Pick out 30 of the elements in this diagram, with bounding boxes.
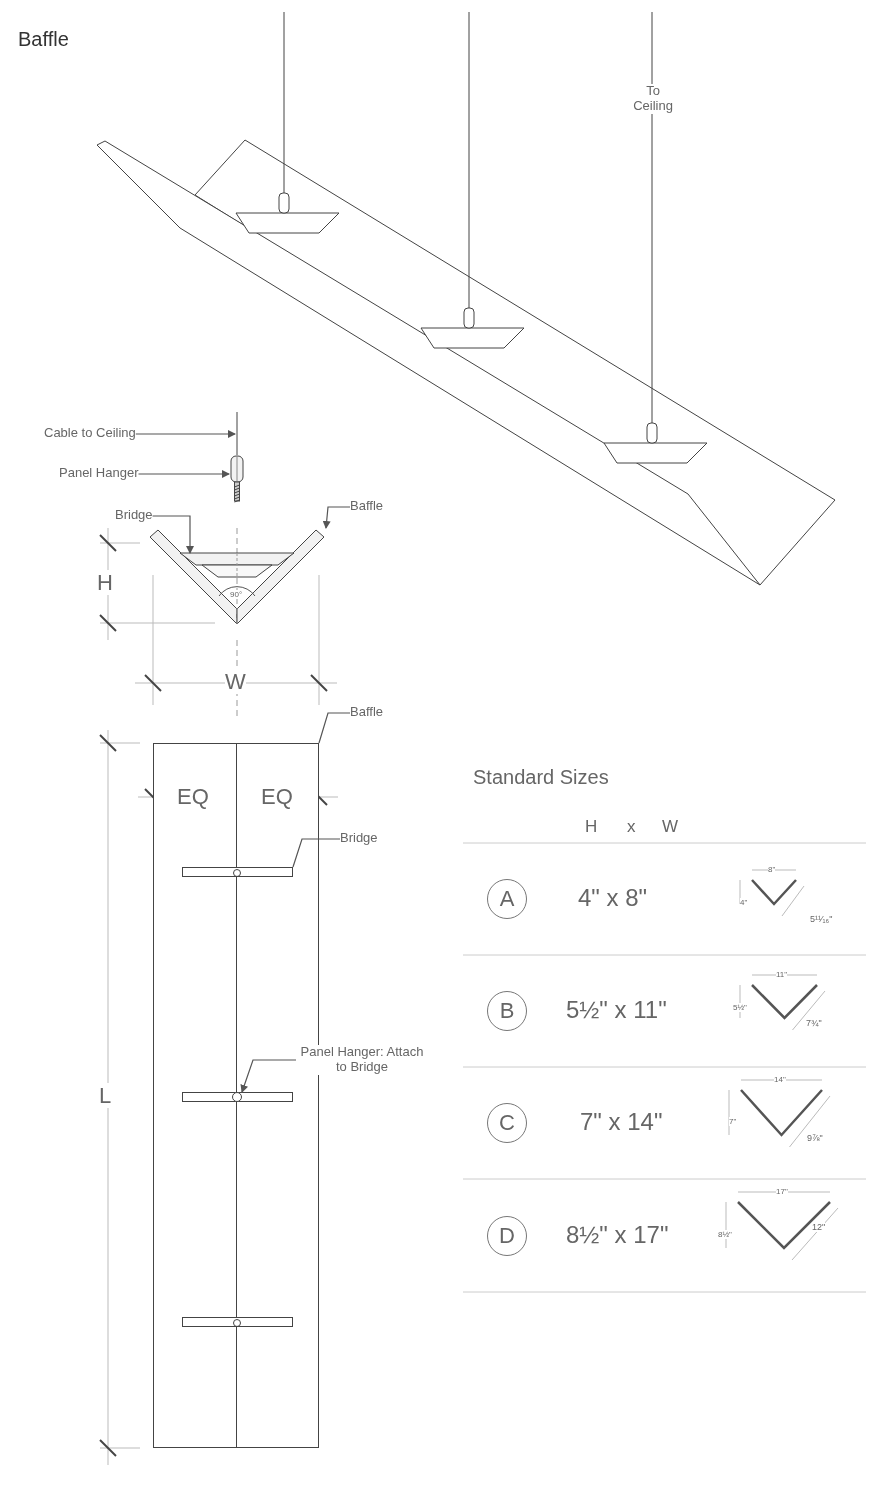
dimension-label: 11" [776,970,788,980]
dimension-label: W [225,669,246,695]
dimension-label: 8½" [718,1230,732,1240]
dimension-label: 8" [768,865,776,875]
dimension-label: 14" [774,1075,786,1085]
leader-line [135,430,236,438]
dimension-label: 9⅞" [807,1133,823,1144]
dimension-label: 12" [812,1222,826,1233]
leader-line [292,838,341,868]
leader-line [152,515,194,554]
dimension-label: H [97,570,113,596]
leader-line [318,712,351,744]
leader-line [137,470,230,478]
panel-hanger-icon [232,1092,242,1102]
dimension-label: 7¾" [806,1018,822,1029]
part-label: Bridge [115,508,153,523]
dimension-label: 17" [776,1187,788,1197]
leader-line [240,1059,297,1093]
angle-label: 90° [230,590,243,600]
part-label: Cable to Ceiling [44,426,136,441]
leader-line [322,506,351,529]
dimension-label: 5½" [733,1003,747,1013]
bridge-bar [182,867,293,877]
dimension-label: 4" [740,898,748,908]
dimension-label: 7" [729,1117,737,1127]
diagram-title: Baffle [18,28,69,51]
dimension-label: L [99,1083,112,1109]
part-label: Bridge [340,831,378,846]
part-label: Panel Hanger [59,466,139,481]
dimension-label: 5¹¹⁄₁₆" [810,914,833,925]
